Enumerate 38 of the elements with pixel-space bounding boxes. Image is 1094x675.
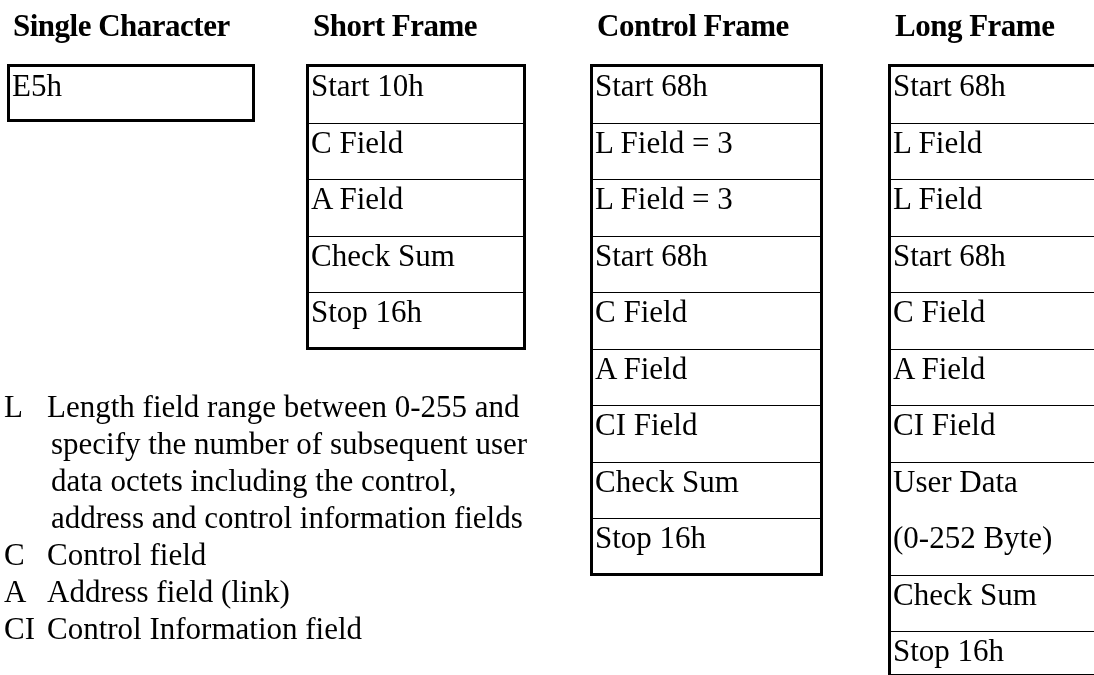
field-text: CI Field xyxy=(893,407,996,443)
field-text: User Data xyxy=(893,463,1018,500)
note-key: L xyxy=(4,388,47,536)
field-text: (0-252 Byte) xyxy=(893,520,1053,556)
field-text: Start 68h xyxy=(595,237,708,274)
note-key: CI xyxy=(4,610,47,647)
field-text: L Field = 3 xyxy=(595,124,733,161)
frame-heading: Short Frame xyxy=(313,8,478,44)
field-text: Start 10h xyxy=(311,68,424,104)
field-text: Stop 16h xyxy=(893,633,1005,669)
field-text: Check Sum xyxy=(311,237,455,274)
note-text: Address field (link) xyxy=(47,573,291,610)
field-text: Stop 16h xyxy=(595,520,707,556)
field-text: E5h xyxy=(12,68,62,104)
field-text: C Field xyxy=(893,294,986,330)
field-text: C Field xyxy=(311,124,404,161)
note-text: Length field range between 0-255 and specify the number of subsequent user data octets including the control, address and control information fields xyxy=(47,388,529,536)
field-text: Start 68h xyxy=(893,68,1006,104)
note-text: Control Information field xyxy=(47,610,364,647)
field-text: A Field xyxy=(595,350,688,387)
field-text: C Field xyxy=(595,294,688,330)
frame-heading: Long Frame xyxy=(895,8,1055,44)
field-text: L Field xyxy=(893,124,983,161)
field-text: Start 68h xyxy=(893,237,1006,274)
field-text: Stop 16h xyxy=(311,294,423,330)
note-key: C xyxy=(4,536,47,573)
field-text: Check Sum xyxy=(595,463,739,500)
note-key: A xyxy=(4,573,47,610)
field-text: L Field = 3 xyxy=(595,181,733,217)
field-text: L Field xyxy=(893,181,983,217)
field-text: A Field xyxy=(311,181,404,217)
field-text: A Field xyxy=(893,350,986,387)
frame-heading: Single Character xyxy=(13,8,230,44)
note-text: Control field xyxy=(47,536,208,573)
field-text: CI Field xyxy=(595,407,698,443)
field-text: Start 68h xyxy=(595,68,708,104)
frame-heading: Control Frame xyxy=(597,8,789,44)
field-text: Check Sum xyxy=(893,576,1037,613)
